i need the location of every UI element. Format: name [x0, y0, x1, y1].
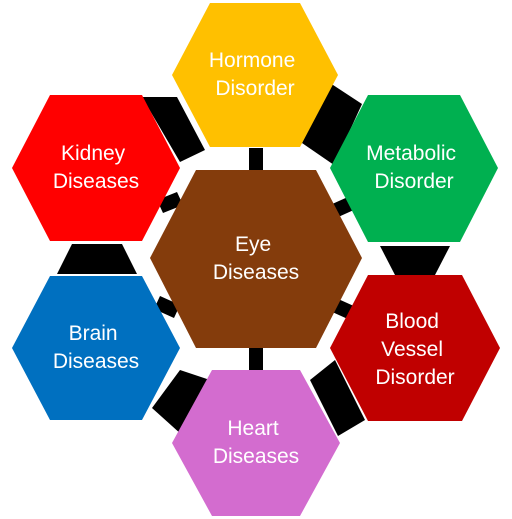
hexagon-metabolic-disorder: Metabolic Disorder — [330, 95, 498, 242]
label-line: Hormone — [209, 49, 295, 72]
label-line: Diseases — [53, 170, 139, 193]
connector-hormone-metabolic — [302, 83, 362, 165]
label-line: Diseases — [53, 350, 139, 373]
spoke-brain — [154, 296, 180, 318]
hexagon-label: Kidney Diseases — [53, 142, 139, 193]
label-line: Disorder — [375, 366, 454, 389]
connector-brain-kidney — [57, 244, 137, 274]
hexagon-shape — [330, 95, 498, 242]
label-line: Disorder — [374, 170, 453, 193]
hexagon-shape — [150, 170, 362, 348]
connector-kidney-hormone — [142, 97, 205, 162]
spoke-kidney — [157, 192, 183, 213]
connector-heart-brain — [152, 370, 210, 435]
hexagon-hormone-disorder: Hormone Disorder — [172, 3, 338, 147]
spoke-heart — [249, 346, 263, 370]
label-line: Blood — [385, 310, 439, 333]
hexagon-label: Brain Diseases — [53, 322, 139, 373]
hexagon-shape — [12, 95, 180, 241]
label-line: Kidney — [61, 142, 126, 165]
spoke-hormone — [249, 148, 263, 172]
label-line: Metabolic — [366, 142, 456, 165]
label-line: Brain — [69, 322, 118, 345]
outer-connectors — [57, 83, 450, 436]
connector-blood-heart — [310, 360, 365, 436]
label-line: Diseases — [213, 445, 299, 468]
hexagon-label: Hormone Disorder — [209, 49, 301, 100]
hexagon-heart-diseases: Heart Diseases — [172, 370, 340, 516]
hexagon-label: Eye Diseases — [213, 233, 299, 284]
hexagon-kidney-diseases: Kidney Diseases — [12, 95, 180, 241]
hexagon-brain-diseases: Brain Diseases — [12, 276, 180, 420]
label-line: Heart — [227, 417, 279, 440]
hexagon-shape — [330, 275, 500, 421]
hexagon-shape — [172, 370, 340, 516]
hexagon-label: Heart Diseases — [213, 417, 299, 468]
label-line: Diseases — [213, 261, 299, 284]
hexagon-label: Metabolic Disorder — [366, 142, 462, 193]
label-line: Vessel — [381, 338, 443, 361]
label-line: Eye — [235, 233, 271, 256]
hexagon-eye-diseases-center: Eye Diseases — [150, 170, 362, 348]
connector-metabolic-blood — [380, 246, 450, 275]
hexagon-shape — [172, 3, 338, 147]
hexagon-label: Blood Vessel Disorder — [375, 310, 454, 389]
hexagon-shape — [12, 276, 180, 420]
label-line: Disorder — [215, 77, 294, 100]
hexagon-blood-vessel-disorder: Blood Vessel Disorder — [330, 275, 500, 421]
